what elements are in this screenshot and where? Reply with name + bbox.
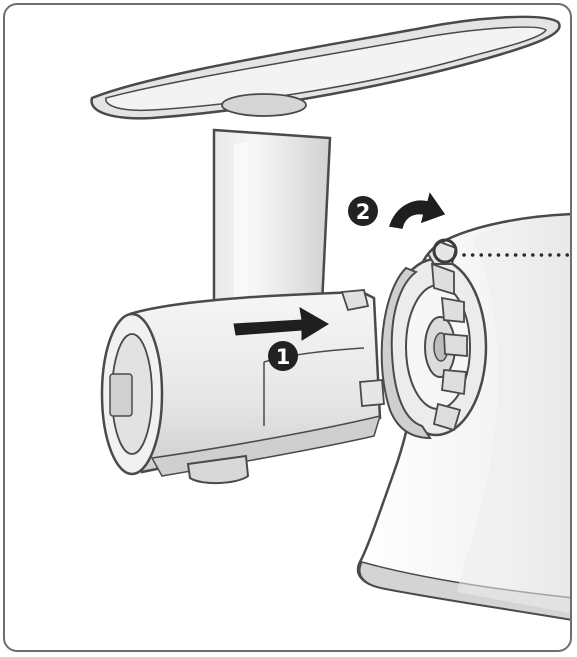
- illustration-frame: 1 2: [3, 3, 572, 652]
- mixer-side-shading: [457, 216, 570, 614]
- tray-hole: [221, 93, 307, 117]
- drum-end-slot: [109, 373, 133, 417]
- feed-tube-highlight: [234, 142, 248, 302]
- drum-coupling: [340, 289, 370, 312]
- mixer-head: [356, 212, 570, 621]
- assembly-illustration: 1 2: [90, 15, 570, 621]
- alignment-circle-icon: [432, 238, 458, 264]
- step-2-number: 2: [356, 200, 371, 224]
- step-1-number: 1: [276, 345, 291, 369]
- rotate-arrow-icon: [389, 192, 446, 229]
- step-2-badge: 2: [348, 196, 378, 226]
- locking-ring: [380, 266, 432, 440]
- drum-coupling-lug: [359, 379, 385, 407]
- push-arrow-icon: [233, 307, 329, 341]
- outlet-spout: [186, 454, 250, 484]
- food-tray-inner: [105, 26, 547, 112]
- step-1-badge: 1: [268, 341, 298, 371]
- hub-teeth: [430, 262, 468, 432]
